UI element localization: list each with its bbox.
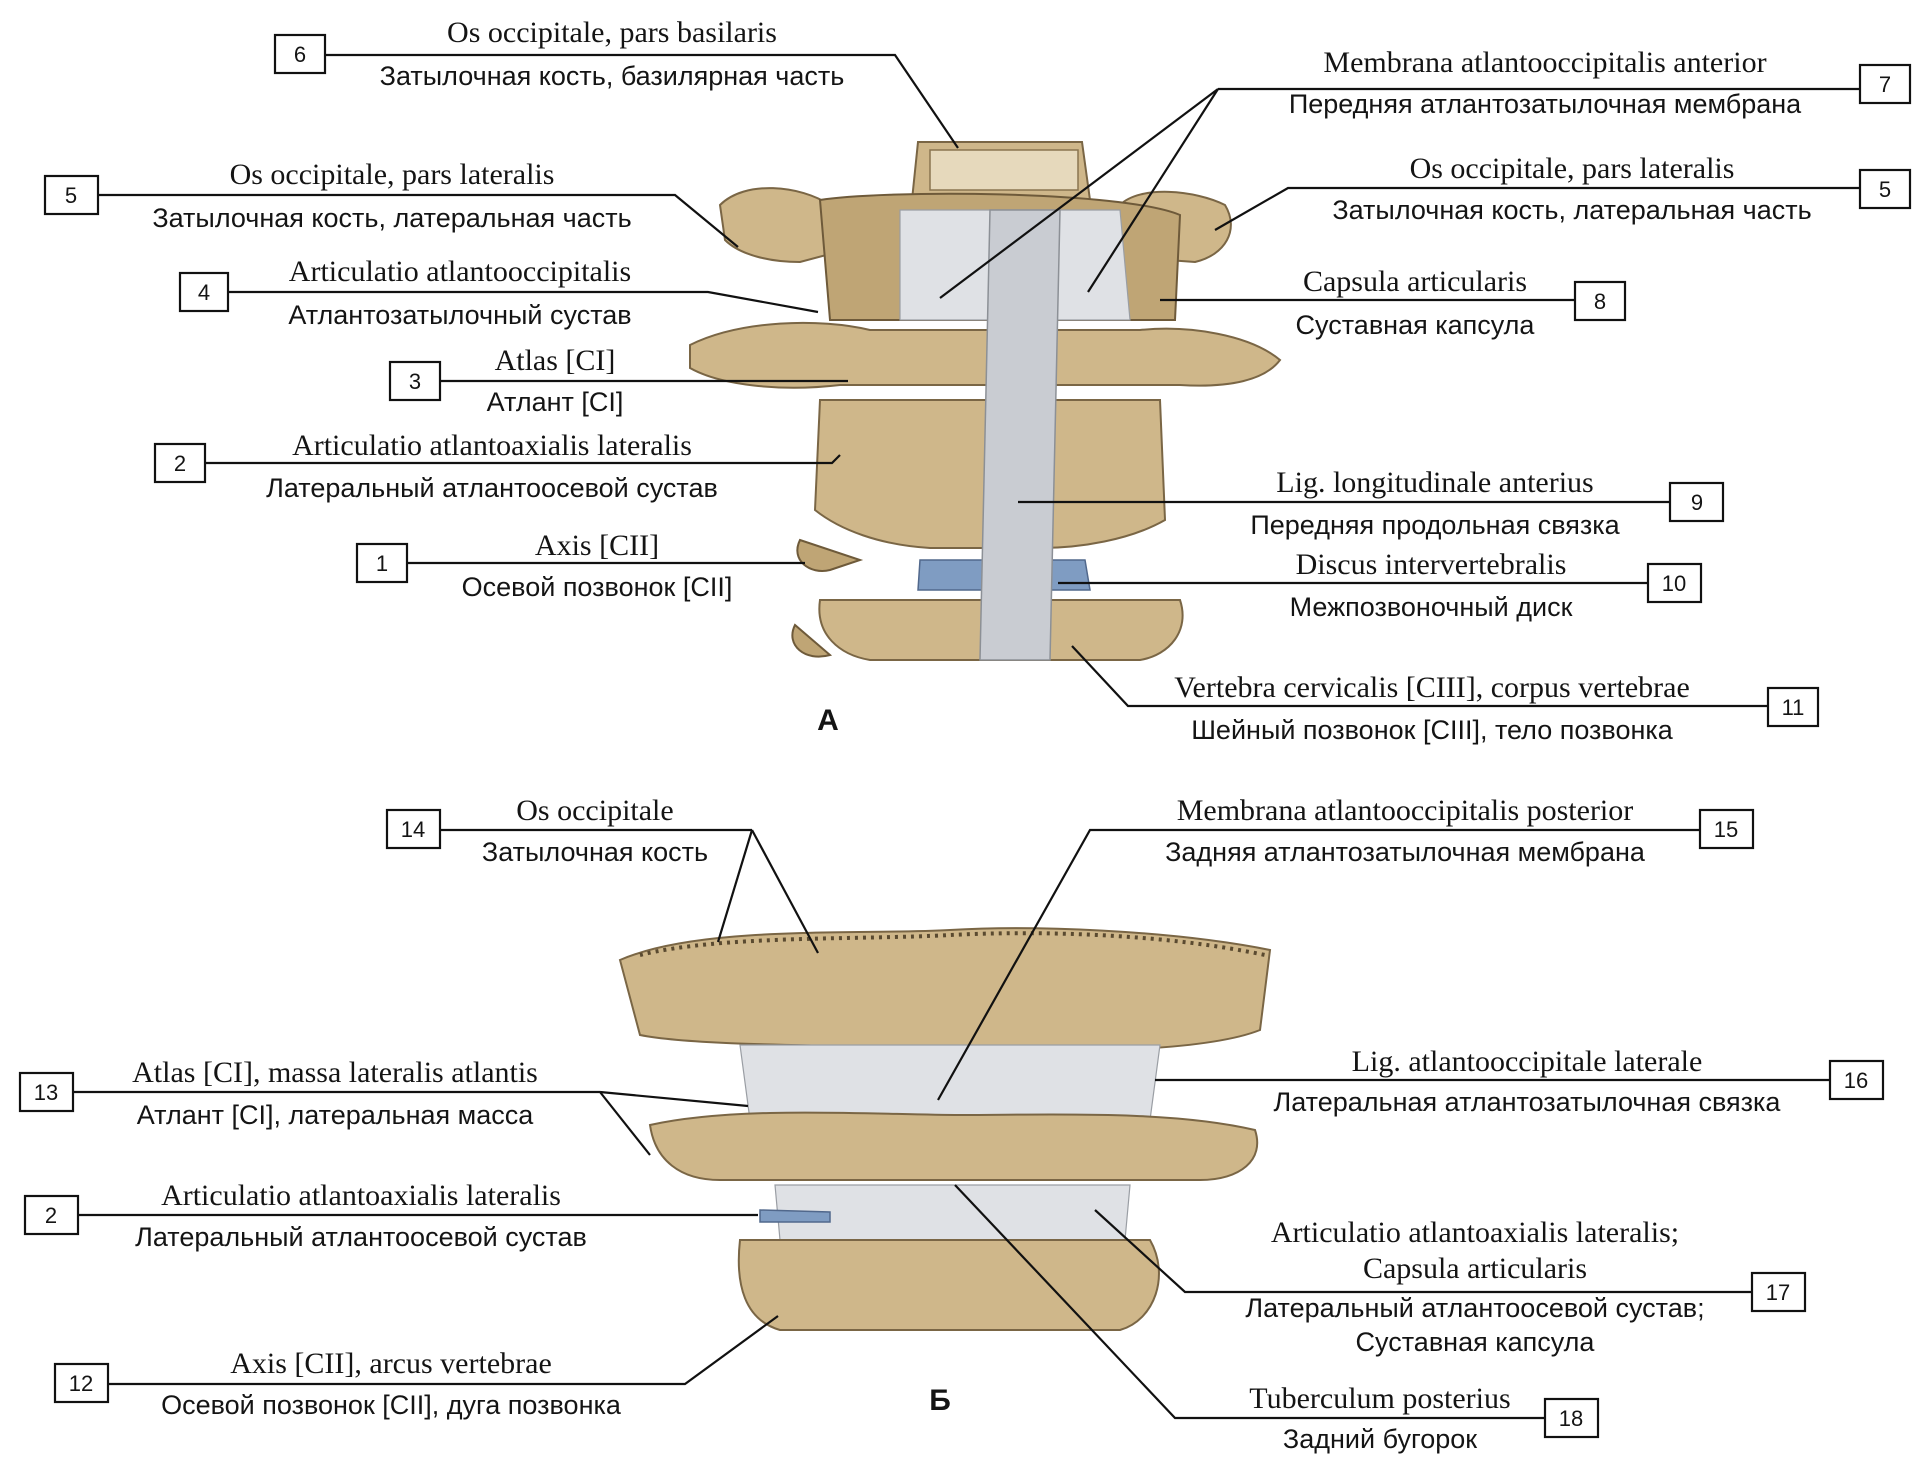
label-13: 13 Atlas [CI], massa lateralis atlantis … [18, 1056, 538, 1130]
label-14-latin: Os occipitale [516, 794, 673, 827]
label-13-latin: Atlas [CI], massa lateralis atlantis [132, 1056, 538, 1089]
label-2-a-number: 2 [174, 451, 186, 476]
label-9-number: 9 [1691, 490, 1703, 515]
label-2-b-latin: Articulatio atlantoaxialis lateralis [161, 1179, 561, 1212]
label-3-latin: Atlas [CI] [495, 344, 616, 377]
label-2-a: 2 Articulatio atlantoaxialis lateralis Л… [153, 429, 718, 503]
label-1-number: 1 [376, 551, 388, 576]
label-8-russian: Суставная капсула [1296, 310, 1536, 340]
label-18-russian: Задний бугорок [1283, 1424, 1477, 1454]
label-16-latin: Lig. atlantooccipitale laterale [1352, 1045, 1703, 1078]
label-6: 6 Os occipitale, pars basilaris Затылочн… [273, 16, 845, 91]
label-15-number: 15 [1714, 817, 1738, 842]
label-10-number: 10 [1662, 571, 1686, 596]
label-8: 8 Capsula articularis Суставная капсула [1296, 265, 1627, 340]
label-11: 11 Vertebra cervicalis [CIII], corpus ve… [1174, 671, 1820, 745]
label-10: 10 Discus intervertebralis Межпозвоночны… [1290, 548, 1703, 622]
label-13-russian: Атлант [CI], латеральная масса [137, 1100, 534, 1130]
label-6-latin: Os occipitale, pars basilaris [447, 16, 777, 49]
label-15-latin: Membrana atlantooccipitalis posterior [1177, 794, 1634, 827]
label-16-russian: Латеральная атлантозатылочная связка [1274, 1087, 1782, 1117]
label-8-number: 8 [1594, 289, 1606, 314]
label-4-russian: Атлантозатылочный сустав [288, 300, 631, 330]
label-4: 4 Articulatio atlantooccipitalis Атланто… [178, 255, 632, 330]
panel-b-illustration [618, 927, 1272, 1331]
label-9-latin: Lig. longitudinale anterius [1276, 466, 1593, 499]
label-15: 15 Membrana atlantooccipitalis posterior… [1165, 794, 1755, 867]
label-7-number: 7 [1879, 72, 1891, 97]
label-2-b-number: 2 [45, 1203, 57, 1228]
label-2-b-russian: Латеральный атлантоосевой сустав [135, 1222, 587, 1252]
label-12: 12 Axis [CII], arcus vertebrae Осевой по… [53, 1347, 622, 1420]
label-3-number: 3 [409, 369, 421, 394]
label-12-number: 12 [69, 1371, 93, 1396]
label-17: 17 Articulatio atlantoaxialis lateralis;… [1245, 1216, 1807, 1357]
leader-lines [73, 53, 1860, 1420]
label-10-russian: Межпозвоночный диск [1290, 592, 1573, 622]
label-14: 14 Os occipitale Затылочная кость [385, 794, 708, 867]
label-14-russian: Затылочная кость [482, 837, 708, 867]
label-2-a-latin: Articulatio atlantoaxialis lateralis [292, 429, 692, 462]
label-16: 16 Lig. atlantooccipitale laterale Латер… [1274, 1045, 1885, 1117]
label-17-russian-line1: Латеральный атлантоосевой сустав; [1245, 1293, 1704, 1323]
label-12-russian: Осевой позвонок [CII], дуга позвонка [161, 1390, 622, 1420]
label-10-latin: Discus intervertebralis [1296, 548, 1567, 581]
label-1: 1 Axis [CII] Осевой позвонок [CII] [355, 529, 733, 602]
label-5-left-number: 5 [65, 183, 77, 208]
label-7: 7 Membrana atlantooccipitalis anterior П… [1289, 46, 1912, 119]
label-1-russian: Осевой позвонок [CII] [462, 572, 733, 602]
label-9-russian: Передняя продольная связка [1250, 510, 1620, 540]
label-11-russian: Шейный позвонок [CIII], тело позвонка [1191, 715, 1674, 745]
label-3: 3 Atlas [CI] Атлант [CI] [388, 344, 624, 417]
label-4-latin: Articulatio atlantooccipitalis [289, 255, 631, 288]
label-17-russian-line2: Суставная капсула [1356, 1327, 1596, 1357]
label-1-latin: Axis [CII] [535, 529, 659, 562]
label-5-right-latin: Os occipitale, pars lateralis [1410, 152, 1735, 185]
label-3-russian: Атлант [CI] [487, 387, 624, 417]
label-18-number: 18 [1559, 1406, 1583, 1431]
panel-b-label: Б [929, 1384, 951, 1417]
label-2-a-russian: Латеральный атлантоосевой сустав [266, 473, 718, 503]
label-8-latin: Capsula articularis [1303, 265, 1527, 298]
label-13-number: 13 [34, 1080, 58, 1105]
label-6-russian: Затылочная кость, базилярная часть [380, 61, 845, 91]
label-5-right-number: 5 [1879, 177, 1891, 202]
label-5-right: 5 Os occipitale, pars lateralis Затылочн… [1332, 152, 1912, 225]
label-14-number: 14 [401, 817, 425, 842]
panel-a-label: А [817, 704, 839, 737]
label-7-russian: Передняя атлантозатылочная мембрана [1289, 89, 1802, 119]
label-17-latin-line1: Articulatio atlantoaxialis lateralis; [1271, 1216, 1679, 1249]
label-18: 18 Tuberculum posterius Задний бугорок [1249, 1382, 1600, 1454]
label-5-right-russian: Затылочная кость, латеральная часть [1332, 195, 1811, 225]
label-17-number: 17 [1766, 1280, 1790, 1305]
label-5-left-latin: Os occipitale, pars lateralis [230, 158, 555, 191]
label-5-left: 5 Os occipitale, pars lateralis Затылочн… [43, 158, 632, 233]
label-6-number: 6 [294, 42, 306, 67]
label-16-number: 16 [1844, 1068, 1868, 1093]
label-11-latin: Vertebra cervicalis [CIII], corpus verte… [1174, 671, 1690, 704]
label-9: 9 Lig. longitudinale anterius Передняя п… [1250, 466, 1725, 540]
label-7-latin: Membrana atlantooccipitalis anterior [1323, 46, 1766, 79]
label-12-latin: Axis [CII], arcus vertebrae [230, 1347, 552, 1380]
label-17-latin-line2: Capsula articularis [1363, 1252, 1587, 1285]
label-2-b: 2 Articulatio atlantoaxialis lateralis Л… [23, 1179, 587, 1252]
label-5-left-russian: Затылочная кость, латеральная часть [152, 203, 631, 233]
label-15-russian: Задняя атлантозатылочная мембрана [1165, 837, 1646, 867]
label-18-latin: Tuberculum posterius [1249, 1382, 1510, 1415]
label-4-number: 4 [198, 280, 210, 305]
label-11-number: 11 [1782, 695, 1805, 720]
